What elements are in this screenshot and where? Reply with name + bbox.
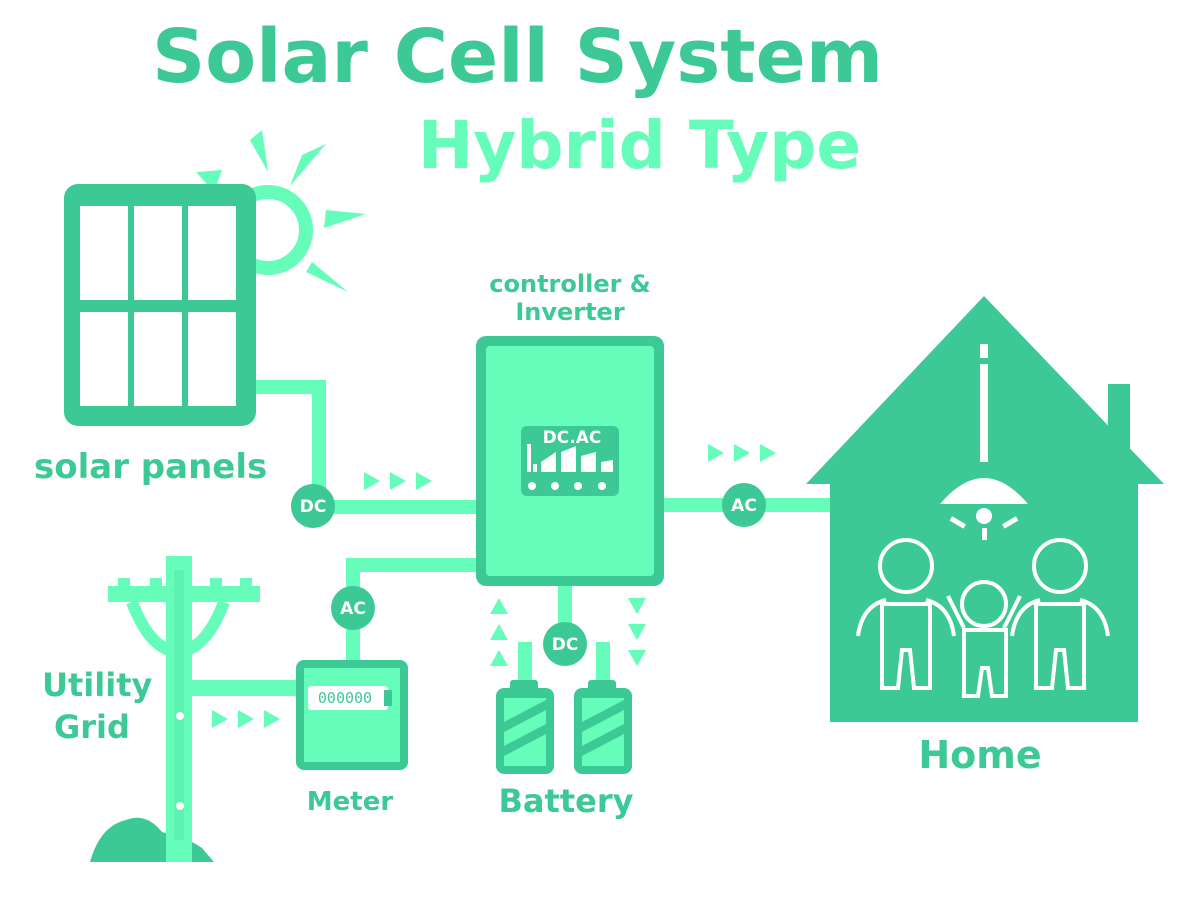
dc-badge-panel [291,484,335,528]
meter-icon [296,660,408,770]
controller-label-line2: Inverter [515,298,625,326]
dc-badge-panel-label: DC [300,497,327,517]
battery-icon [496,680,632,774]
flow-arrows-home [708,444,776,462]
diagram-title: Solar Cell System [152,14,883,100]
ac-badge-home-label: AC [731,496,757,516]
dc-badge-battery [543,622,587,666]
utility-label-line1: Utility [42,666,152,704]
flow-arrows-grid [212,710,280,728]
flow-arrows-battery-down [628,598,646,666]
dc-badge-battery-label: DC [552,635,579,655]
ac-badge-grid-label: AC [340,599,366,619]
inverter-icon [476,336,664,586]
utility-pole-icon [90,556,260,862]
flow-arrows-battery-up [490,598,508,666]
meter-reading: 000000 [318,689,372,707]
ac-badge-home [722,483,766,527]
flow-arrows-panel [364,472,432,490]
solar-panel-icon [64,184,256,426]
battery-label: Battery [499,782,634,820]
utility-label-line2: Grid [54,708,130,746]
family-icon [856,538,1110,698]
diagram-subtitle: Hybrid Type [418,107,861,184]
solar-panels-label: solar panels [34,447,267,487]
inverter-display-text: DC.AC [543,428,602,448]
controller-label-line1: controller & [489,270,650,298]
ac-badge-grid [331,586,375,630]
home-label: Home [918,733,1041,777]
ceiling-lamp-icon [940,344,1028,540]
meter-label: Meter [307,787,394,817]
